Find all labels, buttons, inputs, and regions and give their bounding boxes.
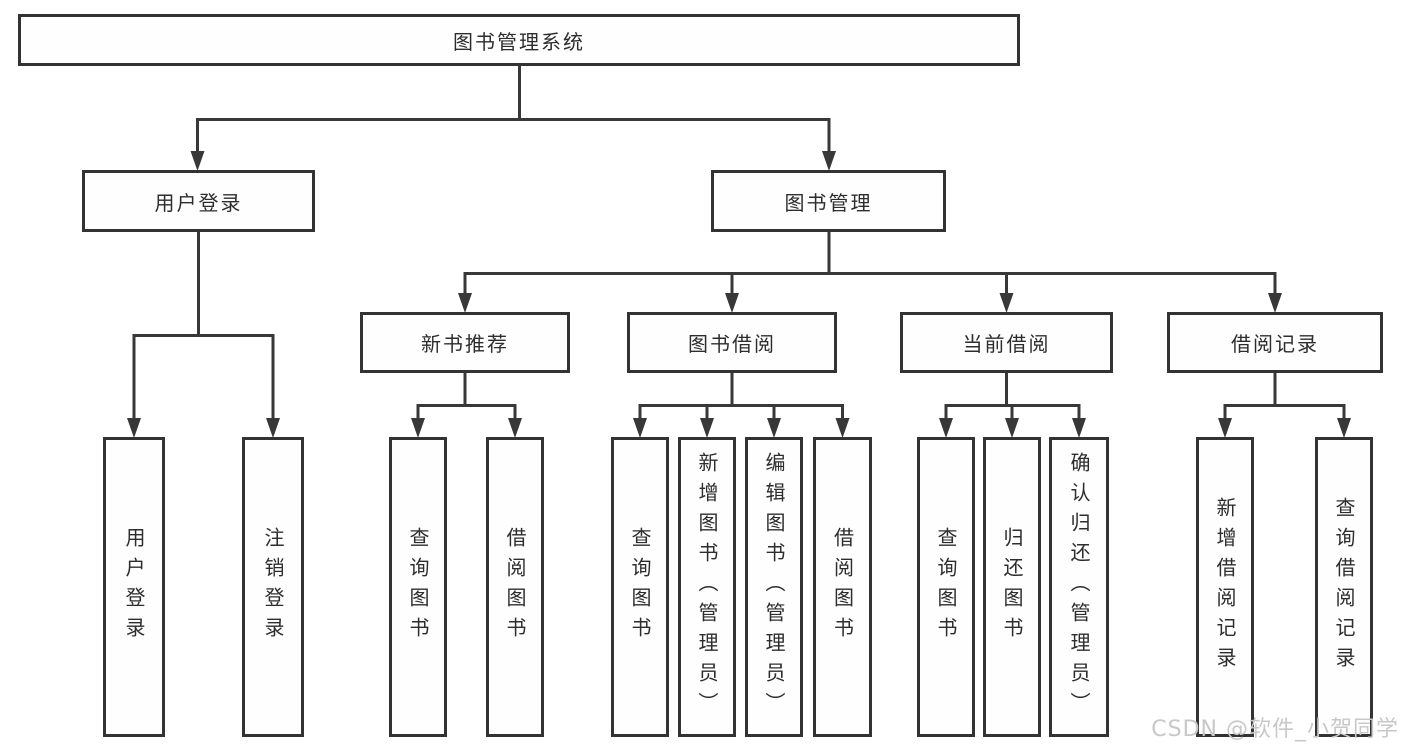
node-borrowing-records: 借阅记录 [1167, 312, 1383, 373]
arrowhead [835, 418, 850, 438]
arrowhead [266, 418, 280, 438]
arrowhead [822, 151, 836, 171]
leaf-label: 查询图书 [406, 527, 430, 647]
leaf-label: 查询借阅记录 [1332, 497, 1356, 677]
leaf-label: 确认归还（管理员） [1067, 452, 1091, 722]
arrowhead [939, 418, 953, 438]
leaf-label: 注销登录 [261, 527, 285, 647]
leaf-label: 借阅图书 [503, 527, 527, 647]
arrowhead [999, 293, 1014, 313]
leaf-user-login: 用户登录 [103, 437, 165, 737]
leaf-label: 查询图书 [934, 527, 958, 647]
arrowhead [700, 418, 714, 438]
leaf-bb-edit-books-admin: 编辑图书（管理员） [745, 437, 803, 737]
leaf-br-query-record: 查询借阅记录 [1315, 437, 1373, 737]
leaf-label: 用户登录 [122, 527, 146, 647]
arrowhead [1218, 418, 1232, 438]
leaf-label: 借阅图书 [830, 527, 855, 647]
leaf-label: 归还图书 [1000, 527, 1024, 647]
connector-root-split [196, 64, 831, 153]
leaf-rec-query-books: 查询图书 [389, 437, 447, 737]
leaf-br-add-record: 新增借阅记录 [1196, 437, 1254, 737]
leaf-cb-query-books: 查询图书 [917, 437, 975, 737]
leaf-cb-confirm-return-admin: 确认归还（管理员） [1049, 437, 1109, 737]
node-new-book-recommendation: 新书推荐 [360, 312, 570, 373]
node-user-login: 用户登录 [82, 170, 315, 232]
leaf-cb-return-books: 归还图书 [983, 437, 1041, 737]
arrowhead [1337, 418, 1351, 438]
leaf-logout: 注销登录 [242, 437, 304, 737]
arrowhead [190, 151, 205, 171]
leaf-label: 查询图书 [628, 527, 652, 647]
node-book-management: 图书管理 [711, 170, 946, 232]
leaf-bb-add-books-admin: 新增图书（管理员） [678, 437, 736, 737]
leaf-rec-borrow-books: 借阅图书 [486, 437, 544, 737]
connector-userlogin-split [132, 230, 275, 420]
node-book-borrowing: 图书借阅 [627, 312, 837, 373]
node-root: 图书管理系统 [18, 14, 1020, 66]
leaf-bb-query-books: 查询图书 [611, 437, 669, 737]
arrowhead [1268, 293, 1282, 313]
arrowhead [411, 418, 425, 438]
arrowhead [725, 293, 739, 313]
arrowhead [508, 418, 522, 438]
connector-bookmgmt-split [463, 230, 1277, 295]
arrowhead [458, 293, 472, 313]
arrowhead [127, 418, 141, 438]
arrowhead [633, 418, 647, 438]
leaf-bb-borrow-books: 借阅图书 [813, 437, 872, 737]
node-current-borrowing: 当前借阅 [900, 312, 1113, 373]
connector-borrowrecords-split [1223, 371, 1346, 420]
connector-bookborrow-split [638, 371, 844, 420]
leaf-label: 编辑图书（管理员） [762, 452, 786, 722]
arrowhead [767, 418, 781, 438]
arrowhead [1072, 418, 1086, 438]
connector-newbookrec-split [416, 371, 517, 420]
arrowhead [1005, 418, 1019, 438]
leaf-label: 新增图书（管理员） [695, 452, 719, 722]
csdn-watermark: CSDN @软件_小贺同学 [1151, 717, 1399, 742]
connector-currentborrow-split [944, 371, 1081, 420]
leaf-label: 新增借阅记录 [1213, 497, 1237, 677]
